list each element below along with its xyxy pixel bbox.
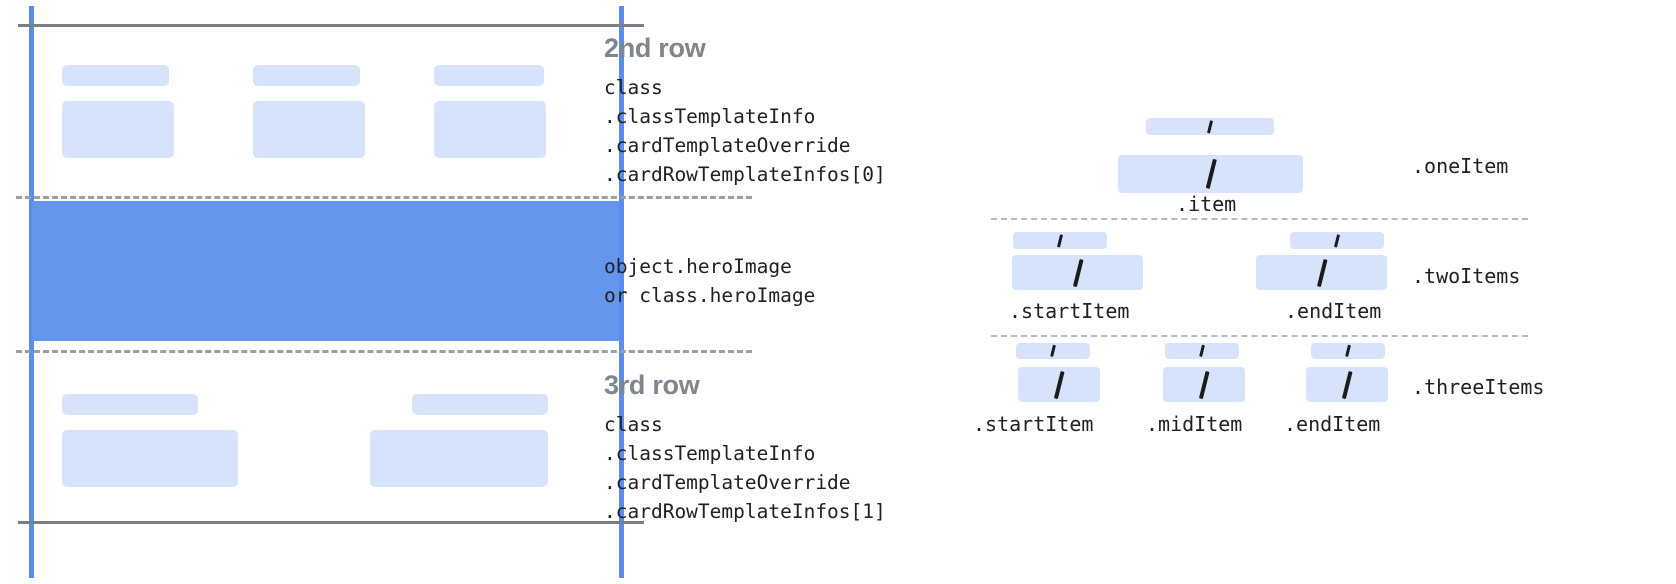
card-left-edge-guide bbox=[29, 6, 34, 578]
three-items-group-label: .threeItems bbox=[1412, 375, 1545, 399]
slash-icon bbox=[1341, 370, 1353, 399]
third-row-heading: 3rd row bbox=[604, 370, 700, 400]
three-items-mid-label-slot bbox=[1165, 343, 1239, 359]
three-items-end-label-slot bbox=[1311, 343, 1385, 359]
one-item-value-slot bbox=[1118, 155, 1303, 193]
two-items-end-label-slot bbox=[1290, 232, 1384, 249]
slash-icon bbox=[1199, 344, 1205, 358]
hero-image-code: object.heroImage or class.heroImage bbox=[604, 255, 816, 307]
third-row-code: class .classTemplateInfo .cardTemplateOv… bbox=[604, 413, 886, 523]
slash-icon bbox=[1072, 258, 1083, 287]
second-row-col1-value-block bbox=[62, 101, 174, 158]
slash-icon bbox=[1050, 344, 1056, 358]
second-row-heading: 2nd row bbox=[604, 33, 706, 63]
two-items-start-value-slot bbox=[1012, 255, 1143, 290]
two-items-start-label-slot bbox=[1013, 232, 1107, 249]
card-bottom-rule bbox=[18, 521, 644, 524]
slash-icon bbox=[1316, 258, 1327, 287]
slash-icon bbox=[1206, 119, 1214, 134]
second-row-col2-value-block bbox=[253, 101, 365, 158]
item-group-separator-1 bbox=[991, 218, 1528, 220]
third-row-col2-label-block bbox=[412, 394, 548, 415]
one-item-label-slot bbox=[1146, 118, 1274, 135]
three-items-end-value-slot bbox=[1306, 367, 1388, 402]
row-separator-top bbox=[16, 196, 752, 199]
three-items-mid-label: .midItem bbox=[1146, 412, 1243, 436]
second-row-col3-label-block bbox=[434, 65, 544, 86]
three-items-start-label-slot bbox=[1016, 343, 1090, 359]
hero-image-band bbox=[32, 201, 619, 341]
card-right-edge-guide bbox=[619, 6, 624, 578]
one-item-group-label: .oneItem bbox=[1412, 154, 1509, 178]
slash-icon bbox=[1053, 370, 1065, 399]
third-row-col1-label-block bbox=[62, 394, 198, 415]
three-items-start-value-slot bbox=[1018, 367, 1100, 402]
card-top-rule bbox=[18, 24, 644, 27]
third-row-col1-value-block bbox=[62, 430, 238, 487]
second-row-code: class .classTemplateInfo .cardTemplateOv… bbox=[604, 76, 886, 186]
two-items-group-label: .twoItems bbox=[1412, 264, 1521, 288]
three-items-start-label: .startItem bbox=[973, 412, 1094, 436]
row-separator-bottom bbox=[16, 350, 752, 353]
three-items-mid-value-slot bbox=[1163, 367, 1245, 402]
two-items-end-label: .endItem bbox=[1285, 299, 1382, 323]
third-row-col2-value-block bbox=[370, 430, 548, 487]
one-item-slot-label: .item bbox=[1176, 192, 1237, 216]
two-items-start-label: .startItem bbox=[1009, 299, 1130, 323]
slash-icon bbox=[1333, 233, 1341, 248]
second-row-col1-label-block bbox=[62, 65, 169, 86]
slash-icon bbox=[1056, 233, 1064, 248]
second-row-col3-value-block bbox=[434, 101, 546, 158]
three-items-end-label: .endItem bbox=[1284, 412, 1381, 436]
slash-icon bbox=[1198, 370, 1210, 399]
item-group-separator-2 bbox=[991, 335, 1528, 337]
slash-icon bbox=[1345, 344, 1351, 358]
slash-icon bbox=[1205, 158, 1216, 190]
second-row-col2-label-block bbox=[253, 65, 360, 86]
two-items-end-value-slot bbox=[1256, 255, 1387, 290]
